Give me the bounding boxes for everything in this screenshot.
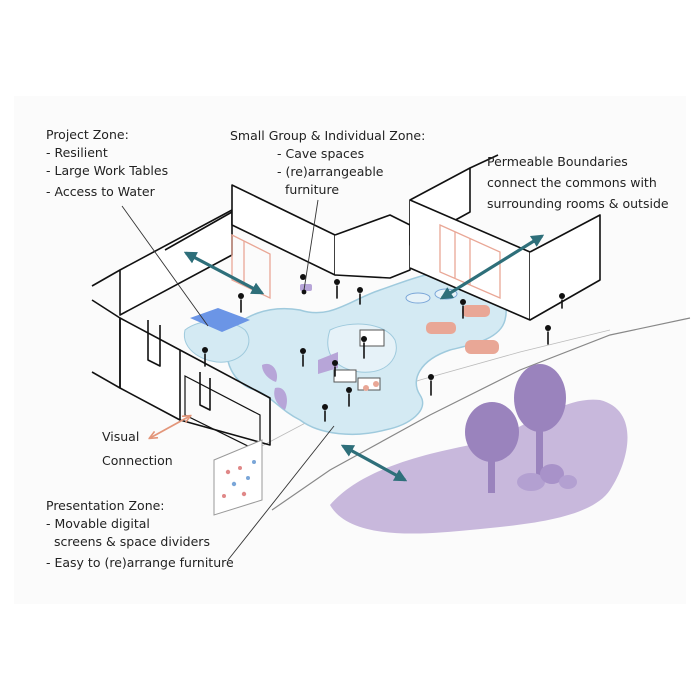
front-door (199, 372, 211, 411)
visual-connection-line: Connection (102, 453, 173, 468)
permeable-boundaries-line: surrounding rooms & outside (487, 196, 669, 211)
presentation-zone-item: - Easy to (re)arrange furniture (46, 555, 234, 570)
bush-2 (540, 464, 564, 484)
front-left-room (179, 349, 271, 446)
right-wall-top (469, 154, 499, 169)
person-1 (238, 293, 244, 313)
presentation-zone-item: screens & space dividers (54, 534, 210, 549)
person-2 (202, 347, 208, 367)
small-group-zone-item: - Cave spaces (277, 146, 365, 161)
movable-screen-1 (333, 369, 357, 383)
small-group-zone-label: Small Group & Individual Zone: - Cave sp… (230, 127, 425, 199)
purple-divider-1 (262, 363, 278, 382)
project-zone-item: - Large Work Tables (46, 163, 169, 178)
presentation-zone-item: - Movable digital (46, 516, 150, 531)
tree-canopy-left (465, 402, 519, 462)
right-outer-wall (529, 214, 601, 321)
arrows (150, 234, 545, 482)
left-back-wall-top (91, 269, 121, 287)
permeable-boundaries-line: connect the commons with (487, 175, 657, 190)
pink-sofa-3 (462, 305, 490, 317)
visual-connection-label: Visual Connection (102, 425, 173, 473)
teal-arrow-right (439, 234, 545, 300)
tree-trunk-right (536, 425, 543, 477)
permeable-boundaries-line: Permeable Boundaries (487, 154, 628, 169)
people (202, 274, 565, 422)
salmon-arrow (150, 416, 190, 438)
person-9 (428, 374, 434, 396)
bush-3 (559, 475, 577, 489)
presentation-screen (359, 329, 385, 347)
furniture (190, 284, 499, 410)
stool-1 (363, 385, 369, 391)
visual-connection-line: Visual (102, 429, 140, 444)
person-8 (346, 387, 352, 407)
teal-arrow-bottom (340, 444, 408, 482)
left-door (147, 320, 161, 367)
project-zone-item: - Resilient (46, 145, 108, 160)
person-10 (460, 299, 466, 319)
round-table-1 (405, 292, 431, 304)
cave-seat (300, 284, 312, 291)
person-6 (300, 348, 306, 367)
project-zone-item: - Access to Water (46, 184, 155, 199)
presentation-zone-label: Presentation Zone: - Movable digital scr… (46, 497, 234, 572)
purple-screen (318, 352, 338, 374)
permeable-boundaries-label: Permeable Boundaries connect the commons… (487, 151, 669, 214)
leader-presentation (227, 425, 335, 561)
pink-sofa-1 (426, 322, 456, 334)
bush-1 (517, 473, 545, 491)
landscape-ground (330, 399, 628, 534)
teal-arrow-left (183, 251, 265, 295)
project-zone-title: Project Zone: (46, 127, 129, 142)
person-7 (322, 404, 328, 422)
outer-pavement-line (271, 317, 691, 511)
purple-divider-2 (274, 387, 287, 410)
whiteboard (213, 439, 263, 516)
person-4 (357, 287, 363, 305)
left-side-wall (91, 299, 121, 389)
leader-dot-small-group (301, 289, 307, 295)
presentation-zone-title: Presentation Zone: (46, 498, 165, 513)
pink-sofa-2 (465, 340, 499, 354)
stool-2 (373, 381, 379, 387)
person-14 (300, 274, 306, 280)
person-13 (332, 360, 338, 377)
large-work-table (190, 308, 250, 332)
person-3 (334, 279, 340, 299)
project-zone-label: Project Zone: - Resilient - Large Work T… (46, 126, 168, 201)
leader-small-group (303, 199, 319, 291)
left-wall-top-ext (164, 211, 233, 251)
small-group-zone-item: - (re)arrangeable (277, 164, 384, 179)
person-11 (545, 325, 551, 345)
tree-canopy-right (514, 364, 566, 432)
leader-lines (121, 199, 335, 561)
outdoor-landscape (257, 317, 691, 534)
tree-group (465, 364, 577, 493)
leader-project-zone (121, 205, 209, 327)
person-12 (559, 293, 565, 309)
person-5 (361, 336, 367, 359)
small-group-zone-title: Small Group & Individual Zone: (230, 128, 426, 143)
tree-trunk-left (488, 455, 495, 493)
small-group-zone-item: furniture (285, 182, 340, 197)
